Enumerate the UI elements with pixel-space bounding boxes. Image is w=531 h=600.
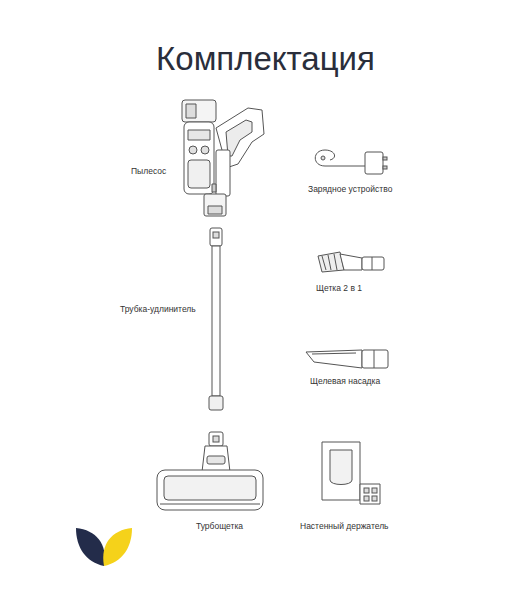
brush-2in1-figure xyxy=(318,252,384,272)
part-label: Настенный держатель xyxy=(300,521,389,531)
charger-figure xyxy=(315,150,387,174)
part-label: Щетка 2 в 1 xyxy=(316,283,362,293)
part-label: Щелевая насадка xyxy=(310,376,380,386)
crevice-nozzle-figure xyxy=(306,350,388,368)
turbo-brush-figure xyxy=(157,432,263,510)
part-label: Зарядное устройство xyxy=(308,184,392,194)
extension-tube-figure xyxy=(209,228,223,410)
brand-logo xyxy=(76,528,132,566)
wall-holder-figure xyxy=(322,442,380,504)
vacuum-figure xyxy=(182,100,264,216)
part-label: Трубка-удлинитель xyxy=(120,304,196,314)
part-label: Пылесос xyxy=(131,166,166,176)
page-title: Комплектация xyxy=(0,40,531,78)
part-label: Турбощетка xyxy=(196,521,243,531)
